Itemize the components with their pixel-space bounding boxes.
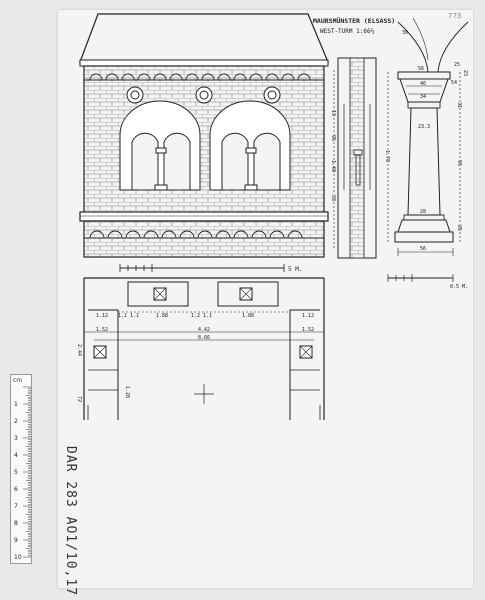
center-cross	[194, 384, 214, 404]
sheet-title-line2: WEST-TURM 1:66⅔	[320, 28, 375, 35]
plan-dim-right-small: 1.52	[302, 327, 314, 333]
plan-dim-right-edge: 1.12	[302, 313, 314, 319]
tower-elevation	[79, 13, 329, 258]
arch-frieze-lower	[84, 230, 324, 239]
biforium-right	[209, 100, 291, 191]
dim-arch-top: 30	[402, 30, 408, 36]
ruler-number: 1	[14, 401, 18, 408]
dim-height-shaft: 95	[456, 160, 462, 166]
dim-capital-side: 54	[451, 80, 457, 86]
plan-dim-center-depth: 1.28	[124, 386, 130, 398]
plan-dim-bay-right: 1.88	[242, 313, 254, 319]
ruler-number: 5	[14, 469, 18, 476]
detail-scale-label: 0.5 M.	[450, 284, 468, 290]
column-dimension-labels: 30 25 56 46 34 54 23.3 28 56 1.70 95 31 …	[384, 30, 468, 252]
plan-dim-outer-span: 8.66	[198, 335, 210, 341]
dim-height-base: 25	[456, 225, 462, 231]
dim-shaft-base: 28	[420, 209, 426, 215]
plan-dim-left-low: 72	[76, 396, 82, 402]
dim-height-cap: 31	[456, 102, 462, 108]
lower-wall	[83, 220, 325, 258]
section-dim-mid-a: 95	[330, 135, 336, 141]
biforium-left	[119, 100, 201, 191]
main-scale-label: 5 M.	[288, 266, 302, 273]
ruler-number: 6	[14, 486, 18, 493]
column-base	[397, 219, 451, 233]
ruler-unit-label: cm	[13, 377, 23, 384]
plan-dim-pier-left: 1.1 1.1	[118, 313, 139, 319]
plan-dim-inner-span: 4.42	[198, 327, 210, 333]
string-course	[79, 211, 329, 222]
sheet-corner-number: 773	[448, 12, 462, 20]
main-scale-bar: 5 M.	[119, 264, 302, 273]
dim-abacus: 56	[418, 66, 424, 72]
plan-dim-bay-left: 1.88	[156, 313, 168, 319]
dim-plinth: 56	[420, 246, 426, 252]
side-section: 19 95 1.40 33	[330, 57, 377, 259]
column-detail	[387, 17, 469, 256]
roof	[79, 13, 329, 63]
section-dim-lower: 33	[330, 195, 336, 201]
cornice	[79, 59, 329, 67]
plan-dim-bay-mid: 1.2 1.1	[191, 313, 212, 319]
ruler-number: 2	[14, 418, 18, 425]
oculus-windows	[126, 86, 281, 104]
arch-frieze-upper	[84, 73, 324, 81]
ruler-number: 10	[14, 554, 22, 561]
section-dim-upper: 19	[330, 110, 336, 116]
dim-arch-side: 25	[454, 62, 460, 68]
floor-plan	[83, 277, 325, 420]
detail-scale-bar: 0.5 M.	[387, 274, 468, 290]
dim-shaft-top: 23.3	[418, 124, 430, 130]
ruler-number: 9	[14, 537, 18, 544]
dim-capital-top: 46	[420, 81, 426, 87]
sheet-title-line1: MAURSMÜNSTER (ELSASS)	[313, 16, 395, 25]
abacus	[397, 71, 451, 80]
drawing-sheet: 5 M. 19 95 1.40 33 MAURSMÜNSTER (ELSASS)…	[58, 10, 473, 588]
ruler-number: 3	[14, 435, 18, 442]
architectural-drawing: 5 M. 19 95 1.40 33 MAURSMÜNSTER (ELSASS)…	[76, 13, 469, 420]
section-dim-mid-b: 1.40	[330, 160, 336, 172]
plan-dimension-labels: 1.12 1.1 1.1 1.88 1.2 1.1 1.88 1.12 4.42…	[76, 313, 314, 402]
dim-capital-mid: 34	[420, 94, 426, 100]
ruler-number: 4	[14, 452, 18, 459]
archive-code-handwritten: DAR 283 AO1/10,17	[63, 446, 78, 597]
plan-dim-left-edge: 1.12	[96, 313, 108, 319]
ruler-number: 7	[14, 503, 18, 510]
ruler-ticks: 1 2 3 4 5 6 7 8 9 10	[14, 386, 31, 561]
plan-dim-left-depth: 2.44	[76, 344, 82, 356]
dim-height-total: 1.70	[384, 150, 390, 162]
measurement-ruler: cm 1 2 3 4 5 6 7 8 9 10	[10, 374, 32, 564]
ruler-number: 8	[14, 520, 18, 527]
plan-dim-left-small: 1.52	[96, 327, 108, 333]
dim-side-right: 23	[462, 70, 468, 76]
